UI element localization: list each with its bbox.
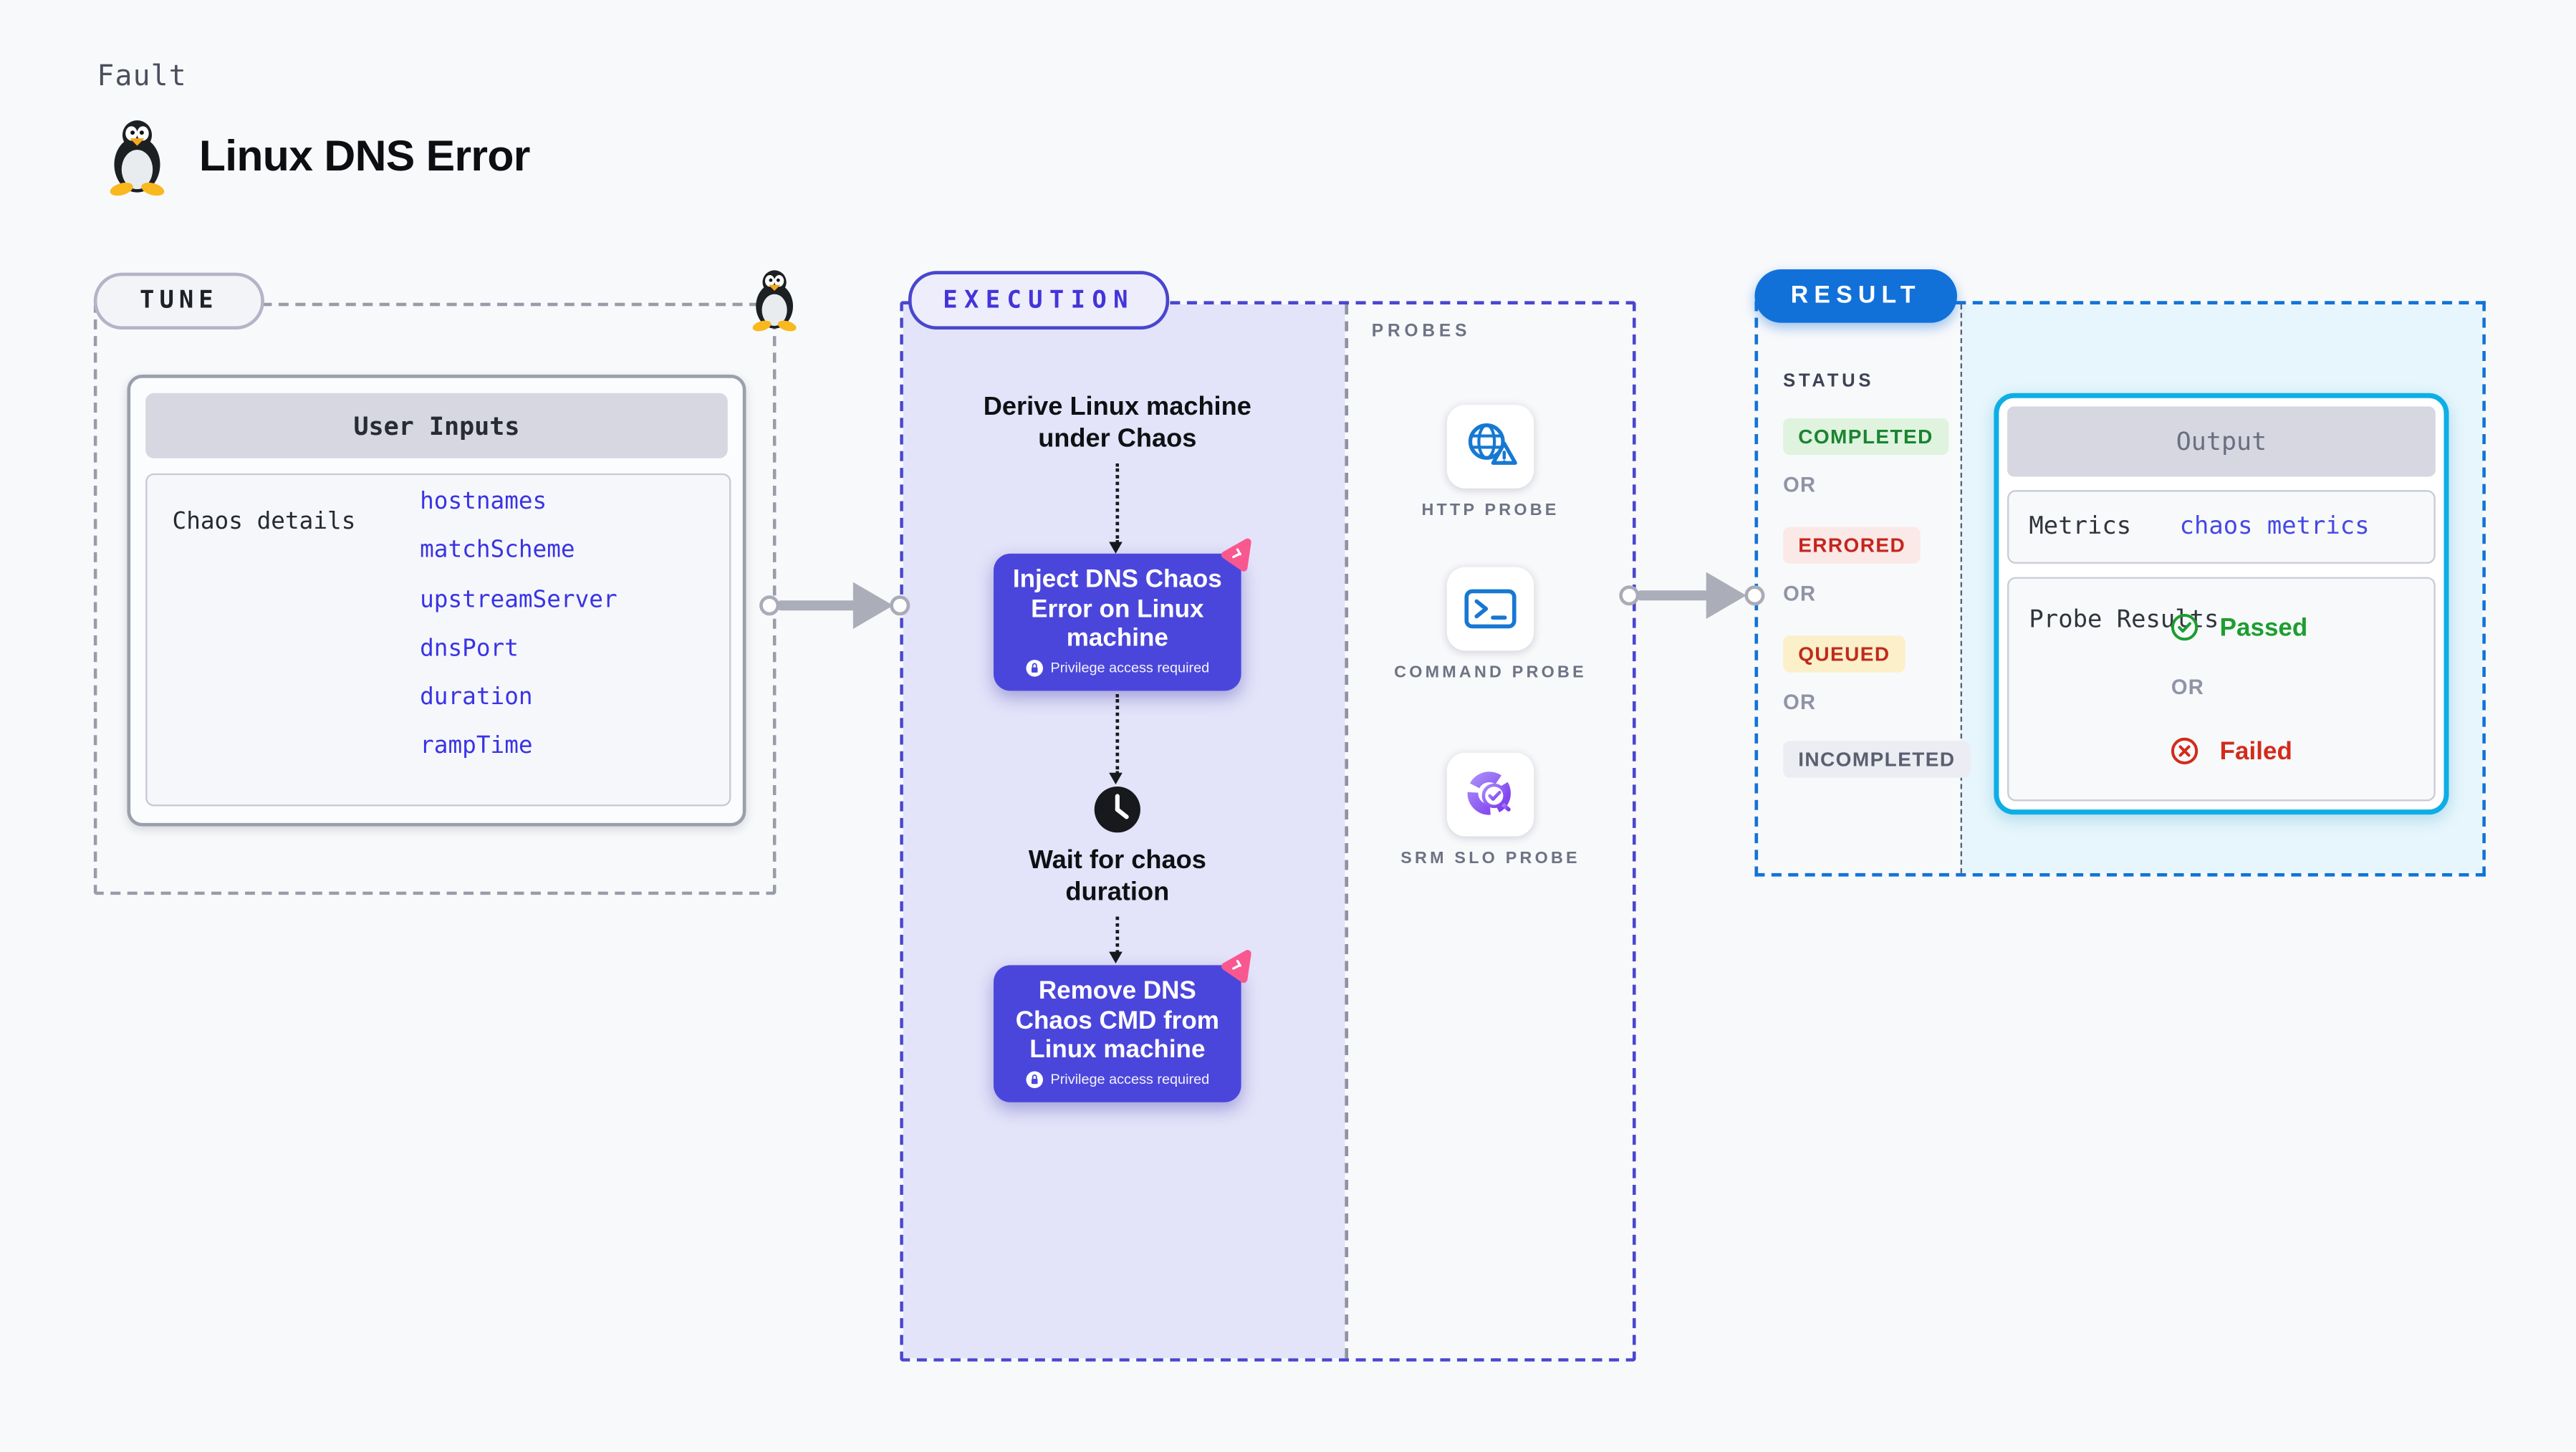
remove-privilege-note: Privilege access required [1050, 1070, 1210, 1087]
srm-slo-probe-card[interactable] [1446, 752, 1534, 837]
tux-penguin-small-icon [752, 270, 797, 332]
arrow-down-icon [1109, 542, 1123, 554]
flow-connector [1115, 463, 1120, 544]
page-title: Linux DNS Error [198, 130, 530, 181]
flow-connector [1115, 694, 1120, 775]
passed-text: Passed [2219, 612, 2308, 642]
srm-slo-probe-label: SRM SLO PROBE [1400, 850, 1580, 868]
command-probe-card[interactable] [1446, 567, 1534, 651]
probe-results-row: Probe Results Passed OR Failed [2007, 577, 2436, 802]
arrow-execution-to-result [1635, 590, 1710, 600]
derive-step-text: Derive Linux machine under Chaos [983, 393, 1251, 453]
user-inputs-body: Chaos details hostnames matchScheme upst… [145, 473, 731, 807]
user-inputs-card: User Inputs Chaos details hostnames matc… [127, 375, 746, 827]
remove-chaos-node[interactable]: Remove DNS Chaos CMD from Linux machine … [994, 950, 1251, 1102]
flow-connector [1115, 916, 1120, 953]
inject-privilege-note: Privilege access required [1050, 659, 1210, 676]
or-separator: OR [1783, 691, 1817, 715]
http-probe-label: HTTP PROBE [1421, 501, 1559, 521]
status-badge-queued: QUEUED [1783, 635, 1905, 673]
tux-penguin-icon [110, 120, 165, 196]
result-divider [1960, 304, 1963, 873]
execution-badge: EXECUTION [908, 271, 1170, 330]
input-link-duration[interactable]: duration [420, 684, 533, 711]
x-circle-icon [2171, 737, 2198, 765]
metrics-row: Metrics chaos metrics [2007, 490, 2436, 564]
chaos-fault-icon [1221, 538, 1251, 572]
or-separator: OR [2171, 675, 2205, 700]
result-badge: RESULT [1754, 269, 1958, 323]
input-link-matchscheme[interactable]: matchScheme [420, 537, 575, 564]
arrow-down-icon [1109, 772, 1123, 785]
arrow-down-icon [1109, 951, 1123, 963]
user-inputs-title: User Inputs [145, 393, 728, 458]
probes-panel: PROBES HTTP PROBE COMMA [1348, 304, 1633, 1358]
chaos-fault-icon [1221, 950, 1251, 984]
output-title: Output [2007, 406, 2436, 477]
status-badge-incompleted: INCOMPLETED [1783, 741, 1971, 778]
status-badge-errored: ERRORED [1783, 527, 1921, 564]
status-label: STATUS [1783, 371, 1875, 392]
probe-result-passed: Passed [2170, 612, 2308, 643]
failed-text: Failed [2219, 736, 2292, 766]
arrowhead-icon [1706, 572, 1746, 619]
execution-section-box: PROBES HTTP PROBE COMMA [900, 301, 1636, 1362]
terminal-icon [1464, 589, 1517, 629]
metrics-label: Metrics [2029, 513, 2132, 541]
wait-step-text: Wait for chaos duration [1028, 846, 1206, 907]
probes-label: PROBES [1371, 321, 1471, 342]
probes-divider [1345, 304, 1349, 1359]
lock-icon [1026, 1070, 1044, 1087]
input-link-dnsport[interactable]: dnsPort [420, 635, 519, 663]
chaos-inputs-list: hostnames matchScheme upstreamServer dns… [420, 479, 617, 772]
lock-icon [1026, 658, 1044, 676]
status-badge-completed: COMPLETED [1783, 418, 1948, 456]
check-circle-icon [2171, 613, 2198, 641]
input-link-ramptime[interactable]: rampTime [420, 733, 533, 761]
slo-donut-icon [1467, 771, 1511, 815]
chaos-metrics-link[interactable]: chaos metrics [2179, 513, 2370, 541]
tune-badge: TUNE [93, 272, 264, 330]
http-probe-card[interactable] [1446, 405, 1534, 489]
inject-chaos-title: Inject DNS Chaos Error on Linux machine [1012, 565, 1222, 653]
connector-node-icon [759, 595, 780, 616]
command-probe-label: COMMAND PROBE [1394, 664, 1587, 683]
connector-node-icon [890, 595, 910, 616]
inject-chaos-node[interactable]: Inject DNS Chaos Error on Linux machine … [994, 538, 1251, 691]
clock-icon [1094, 787, 1140, 833]
remove-chaos-title: Remove DNS Chaos CMD from Linux machine [1015, 976, 1219, 1064]
fault-kicker: Fault [97, 60, 187, 94]
arrowhead-icon [852, 582, 893, 629]
or-separator: OR [1783, 582, 1817, 606]
probe-result-failed: Failed [2170, 736, 2292, 766]
input-link-upstreamserver[interactable]: upstreamServer [420, 586, 617, 614]
or-separator: OR [1783, 473, 1817, 497]
connector-node-icon [1619, 585, 1640, 606]
chaos-details-label: Chaos details [172, 508, 356, 536]
probe-results-label: Probe Results [2029, 607, 2219, 634]
arrow-tune-to-execution [776, 600, 860, 610]
connector-node-icon [1744, 585, 1765, 606]
globe-alert-icon [1468, 423, 1517, 465]
input-link-hostnames[interactable]: hostnames [420, 488, 547, 516]
